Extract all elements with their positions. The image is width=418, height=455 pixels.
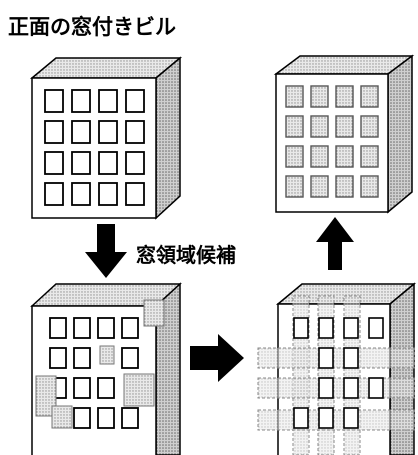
window: [71, 120, 91, 144]
window: [318, 317, 334, 339]
building-facade-original: [29, 56, 183, 220]
window: [343, 377, 359, 399]
detected-window: [360, 145, 379, 168]
building-window-candidates: [30, 282, 182, 455]
window: [121, 407, 139, 429]
window: [125, 120, 145, 144]
candidate-row: [257, 409, 415, 431]
detected-window: [310, 115, 329, 138]
candidate-region: [123, 373, 155, 407]
window: [125, 151, 145, 175]
window: [73, 347, 91, 369]
candidate-region: [35, 375, 57, 417]
building-detected-windows: [273, 54, 415, 214]
detected-window: [335, 175, 354, 198]
window: [98, 182, 118, 206]
detected-window: [360, 115, 379, 138]
window-grid: [44, 89, 145, 206]
window: [73, 317, 91, 339]
detected-window: [335, 85, 354, 108]
window: [98, 120, 118, 144]
detected-window: [310, 175, 329, 198]
window: [343, 407, 359, 429]
window: [318, 347, 334, 369]
window: [368, 377, 384, 399]
window: [44, 120, 64, 144]
window: [97, 377, 115, 399]
candidate-row: [257, 377, 415, 399]
detected-window: [310, 145, 329, 168]
window: [318, 407, 334, 429]
window: [98, 89, 118, 113]
window: [44, 89, 64, 113]
arrow-right-icon: [190, 334, 244, 382]
building-side: [387, 54, 413, 214]
arrow-up-icon: [316, 217, 354, 270]
candidate-region: [51, 405, 73, 429]
window: [343, 317, 359, 339]
window: [125, 182, 145, 206]
window: [121, 347, 139, 369]
window: [49, 347, 67, 369]
detected-window: [360, 85, 379, 108]
window: [293, 407, 309, 429]
window: [125, 89, 145, 113]
detected-window: [285, 115, 304, 138]
window: [97, 317, 115, 339]
candidate-regions: [35, 299, 165, 429]
window: [97, 407, 115, 429]
detected-window: [285, 85, 304, 108]
building-candidate-grid: [257, 282, 417, 455]
window: [318, 377, 334, 399]
window: [73, 407, 91, 429]
candidate-row: [257, 347, 415, 369]
window: [343, 347, 359, 369]
window: [73, 377, 91, 399]
window: [71, 182, 91, 206]
building-roof: [29, 57, 183, 79]
candidate-region: [99, 345, 115, 365]
window: [293, 317, 309, 339]
detected-window: [285, 175, 304, 198]
window: [71, 151, 91, 175]
window: [368, 317, 384, 339]
detected-window: [310, 85, 329, 108]
detected-window: [335, 115, 354, 138]
window: [98, 151, 118, 175]
detected-window: [360, 175, 379, 198]
window: [71, 89, 91, 113]
detected-window: [285, 145, 304, 168]
candidate-region-label: 窓領域候補: [136, 243, 236, 267]
diagram-title: 正面の窓付きビル: [8, 15, 176, 39]
window: [44, 182, 64, 206]
window: [121, 317, 139, 339]
window-grid: [293, 317, 384, 429]
window: [49, 317, 67, 339]
arrow-down-icon: [85, 224, 127, 278]
detected-window: [335, 145, 354, 168]
detected-window-grid: [285, 85, 379, 198]
building-side: [155, 56, 181, 220]
window: [44, 151, 64, 175]
candidate-region: [143, 299, 165, 327]
